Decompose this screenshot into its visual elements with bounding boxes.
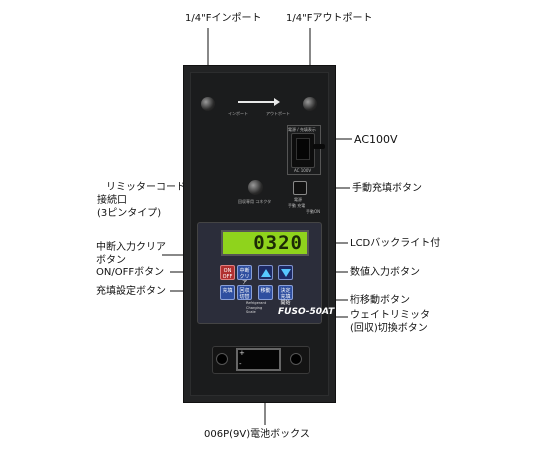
ac-panel-label-bottom: AC 100V (294, 168, 312, 173)
callout-interrupt-2: ボタン (96, 255, 126, 266)
power-cable (313, 144, 325, 149)
callout-battery-box: 006P(9V)電池ボックス (204, 429, 310, 440)
outport-fitting (303, 97, 317, 111)
callout-weight-limiter-1: ウェイトリミッタ (350, 310, 430, 321)
arrow-down-icon (281, 269, 291, 277)
descriptor-line-1: Refrigerant (246, 301, 267, 305)
ac-socket-frame (287, 125, 321, 175)
callout-lcd-backlight: LCDバックライト付 (350, 238, 441, 249)
callout-digit-move-button: 桁移動ボタン (350, 295, 410, 306)
callout-fill-setting-button: 充填設定ボタン (96, 286, 166, 297)
flow-arrow-shaft (238, 101, 276, 103)
brand-model: FUSO-50AT (278, 307, 335, 317)
callout-inport: 1/4"Fインポート (185, 13, 262, 24)
manual-panel-label-3: 手動ON (306, 209, 321, 214)
manual-panel-label-2: 手動 充電 (288, 203, 306, 208)
fill-setting-button[interactable]: 充填 (220, 285, 235, 300)
ac-panel-label-top: 電源 / 充填表示 (288, 127, 316, 132)
limiter-panel-label: 回収専用 コネクタ (238, 199, 272, 204)
numeric-down-button[interactable] (278, 265, 293, 280)
callout-limiter-2: 接続口 (97, 195, 127, 206)
numeric-up-button[interactable] (258, 265, 273, 280)
callout-limiter-3: (3ピンタイプ) (97, 208, 162, 219)
descriptor-line-3: Scale (246, 310, 256, 315)
on-off-button[interactable]: ON OFF (220, 265, 235, 280)
manual-fill-button[interactable] (293, 181, 307, 195)
descriptor-line-2: Charging (246, 305, 263, 310)
battery-screw-right (290, 353, 302, 365)
callout-limiter-1: リミッターコード (106, 182, 186, 193)
outport-panel-label: アウトポート (266, 111, 290, 116)
flow-arrow-icon (274, 98, 280, 106)
battery-minus-label: - (239, 360, 242, 368)
arrow-up-icon (261, 269, 271, 277)
interrupt-clear-button[interactable]: 中断 クリア (237, 265, 252, 286)
callout-ac100v: AC100V (354, 133, 398, 146)
callout-numeric-button: 数値入力ボタン (350, 267, 420, 278)
battery-plus-label: + (239, 349, 245, 357)
weight-limiter-button[interactable]: 回収 切替 (237, 285, 252, 300)
callout-manual-button: 手動充填ボタン (352, 183, 422, 194)
battery-cover[interactable] (236, 348, 281, 371)
digit-move-button[interactable]: 移動 (258, 285, 273, 300)
callout-onoff-button: ON/OFFボタン (96, 267, 165, 278)
callout-interrupt-1: 中断入力クリア (96, 242, 166, 253)
battery-screw-left (216, 353, 228, 365)
product-descriptor: Refrigerant Charging Scale (246, 301, 266, 315)
callout-outport: 1/4"Fアウトポート (286, 13, 373, 24)
inport-panel-label: インポート (228, 111, 248, 116)
confirm-start-button[interactable]: 決定 充填開始 (278, 285, 293, 306)
lcd-display: 0320 (221, 230, 309, 256)
callout-weight-limiter-2: (回収)切換ボタン (350, 323, 428, 334)
ac-plug (296, 138, 310, 160)
manual-panel-label-1: 電源 (294, 197, 302, 202)
limiter-connector[interactable] (248, 180, 263, 195)
inport-fitting (201, 97, 215, 111)
